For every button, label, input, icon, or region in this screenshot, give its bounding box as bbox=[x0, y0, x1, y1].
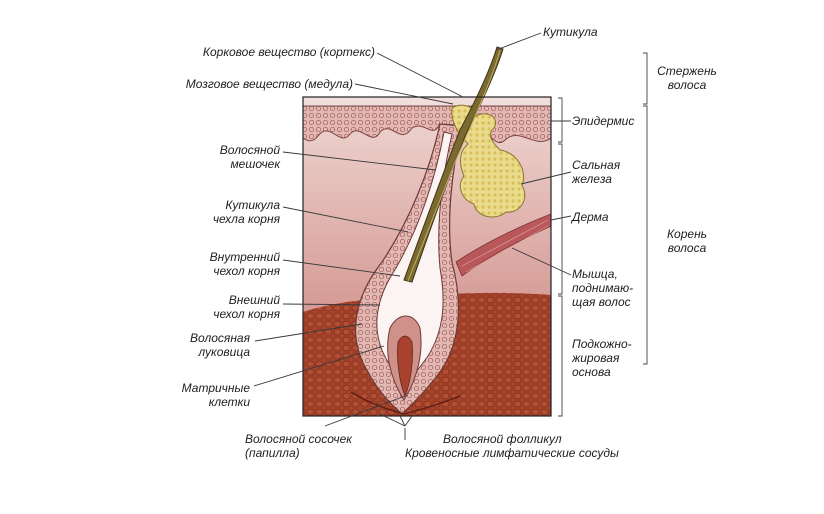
label-epidermis: Эпидермис bbox=[572, 114, 635, 128]
label-hair-bulb: Волосяная луковица bbox=[190, 331, 250, 359]
label-hair-shaft: Стержень волоса bbox=[657, 64, 717, 92]
arrector-pili-muscle bbox=[455, 213, 551, 277]
label-subcutaneous: Подкожно- жировая основа bbox=[572, 337, 632, 379]
label-cuticle: Кутикула bbox=[543, 25, 598, 39]
label-inner-root-sheath: Внутренний чехол корня bbox=[209, 250, 280, 278]
layer-brackets bbox=[558, 52, 648, 417]
label-vessels: Кровеносные лимфатические сосуды bbox=[405, 446, 619, 460]
label-hair-sac: Волосяной мешочек bbox=[219, 143, 280, 171]
label-matrix-cells: Матричные клетки bbox=[181, 381, 250, 409]
blood-vessel bbox=[350, 391, 461, 415]
label-medulla: Мозговое вещество (медула) bbox=[185, 77, 353, 91]
label-root-sheath-cuticle: Кутикула чехла корня bbox=[212, 198, 280, 226]
label-arrector-muscle: Мышца, поднимаю- щая волос bbox=[572, 267, 634, 309]
label-hair-root: Корень волоса bbox=[666, 227, 707, 255]
label-cortex: Корковое вещество (кортекс) bbox=[202, 45, 375, 59]
hair-papilla bbox=[397, 335, 413, 398]
label-dermis: Дерма bbox=[572, 210, 609, 224]
label-sebaceous-gland: Сальная железа bbox=[572, 158, 621, 186]
sebaceous-gland bbox=[451, 104, 526, 218]
label-papilla: Волосяной сосочек (папилла) bbox=[245, 432, 352, 460]
label-outer-root-sheath: Внешний чехол корня bbox=[213, 293, 280, 321]
label-follicle: Волосяной фолликул bbox=[443, 432, 562, 446]
